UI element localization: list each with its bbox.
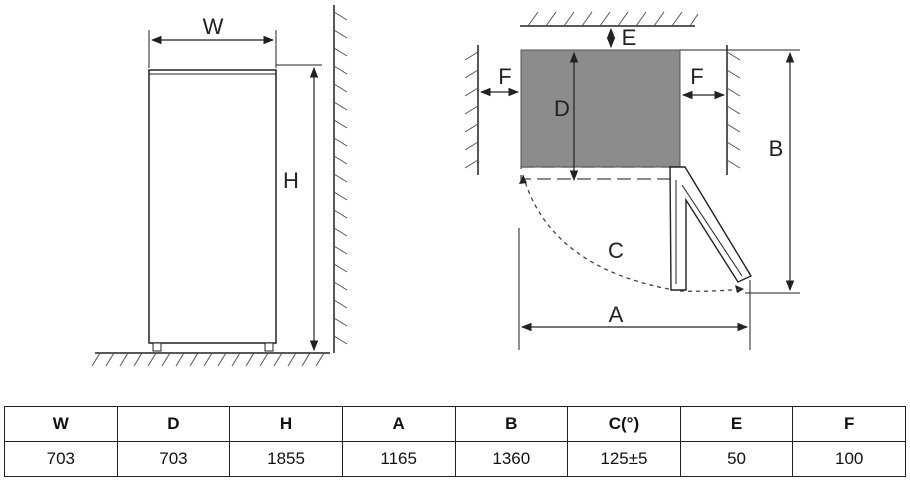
table-cell: 703: [116, 441, 231, 477]
total-width-label: A: [609, 302, 624, 327]
table-cell: 100: [792, 441, 906, 477]
dimensions-table: W D H A B C(°) E F 703 703 1855 1165 136…: [4, 406, 906, 477]
table-header-cell: E: [679, 406, 794, 442]
table-header-cell: H: [229, 406, 343, 442]
table-header-cell: D: [116, 406, 231, 442]
closed-door-outline: [520, 166, 681, 180]
fridge-top-body: [520, 49, 681, 168]
table-cell: 703: [4, 441, 118, 477]
front-view: W H: [91, 5, 348, 367]
table-row: 703 703 1855 1165 1360 125±5 50 100: [4, 441, 906, 477]
table-header-cell: B: [454, 406, 569, 442]
table-cell: 1360: [454, 441, 569, 477]
left-wall-hatching: [464, 45, 479, 175]
rear-wall-hatching: [520, 11, 699, 27]
right-gap-label: F: [690, 64, 703, 89]
table-header-cell: F: [792, 406, 906, 442]
table-header-cell: C(°): [567, 406, 681, 442]
right-wall-hatching: [726, 45, 741, 175]
open-door: [669, 166, 753, 291]
door-angle-label: C: [608, 238, 624, 263]
total-depth-label: B: [769, 136, 784, 161]
installation-dimension-diagram: W H: [91, 5, 800, 367]
table-cell: 1855: [229, 441, 343, 477]
table-cell: 125±5: [567, 441, 681, 477]
table-header-cell: A: [341, 406, 456, 442]
floor-hatching: [91, 352, 330, 367]
table-cell: 50: [679, 441, 794, 477]
fridge-front-body: [148, 69, 277, 344]
wall-hatching: [333, 5, 348, 353]
door-swing-arc: [522, 174, 681, 292]
left-gap-label: F: [498, 64, 511, 89]
table-cell: 1165: [341, 441, 456, 477]
width-label: W: [203, 14, 224, 39]
fridge-foot-left: [152, 342, 162, 352]
top-view: E F F D B C A: [464, 11, 800, 350]
fridge-foot-right: [264, 342, 274, 352]
table-header-row: W D H A B C(°) E F: [4, 406, 906, 442]
table-header-cell: W: [4, 406, 118, 442]
depth-label: D: [554, 96, 570, 121]
top-gap-label: E: [622, 25, 637, 50]
height-label: H: [283, 168, 299, 193]
